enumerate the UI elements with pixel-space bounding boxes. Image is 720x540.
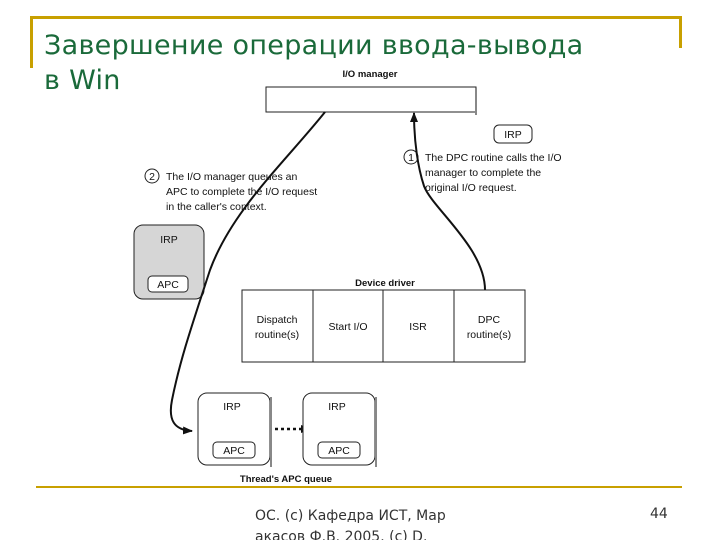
device-driver-label: Device driver xyxy=(355,278,415,289)
step-1-number: 1 xyxy=(408,152,414,164)
dpc-routine-line-2: routine(s) xyxy=(467,329,511,341)
footer-credit-line-1: ОС. (c) Кафедра ИСТ, Мар xyxy=(255,508,446,524)
footer-credit-line-2: акасов Ф.В. 2005. (c) D. xyxy=(255,529,428,540)
slide-title-line-2: в Win xyxy=(44,65,121,96)
isr-label: ISR xyxy=(409,321,427,333)
step-2-badge xyxy=(144,168,160,184)
irp-left-label: IRP xyxy=(160,234,178,246)
footer-credit: ОС. (c) Кафедра ИСТ, Мар акасов Ф.В. 200… xyxy=(255,506,515,540)
step-1-text-line-1: The DPC routine calls the I/O xyxy=(425,152,562,164)
apc-left-box xyxy=(147,275,189,293)
dpc-to-io-manager-arrow xyxy=(410,112,486,291)
irp-top-label: IRP xyxy=(504,129,522,141)
bottom-accent-rule xyxy=(36,486,682,488)
step-1-text-line-3: original I/O request. xyxy=(425,182,517,194)
io-manager-to-apc-queue-arrow xyxy=(169,111,326,435)
queue-apc-2-box xyxy=(317,441,361,459)
io-manager-label: I/O manager xyxy=(343,69,398,80)
step-1-text-line-2: manager to complete the xyxy=(425,167,541,179)
queue-apc-1-label: APC xyxy=(223,445,245,457)
queue-irp-1-label: IRP xyxy=(223,401,241,413)
queue-apc-2-label: APC xyxy=(328,445,350,457)
slide-title: Завершение операции ввода-вывода в Win xyxy=(44,28,684,98)
left-accent-rule xyxy=(30,16,33,68)
slide-title-line-1: Завершение операции ввода-вывода xyxy=(44,30,584,61)
right-accent-rule xyxy=(679,16,682,48)
apc-left-label: APC xyxy=(157,279,179,291)
dispatch-routine-line-1: Dispatch xyxy=(257,314,298,326)
step-2-text-line-1: The I/O manager queues an xyxy=(166,171,297,183)
top-accent-rule xyxy=(30,16,682,19)
queue-apc-1-box xyxy=(212,441,256,459)
dpc-routine-line-1: DPC xyxy=(478,314,501,326)
step-2-number: 2 xyxy=(149,171,155,183)
irp-top-box xyxy=(493,124,533,144)
step-2-text-line-3: in the caller's context. xyxy=(166,201,267,213)
dispatch-routine-line-2: routine(s) xyxy=(255,329,299,341)
step-2-text-line-2: APC to complete the I/O request xyxy=(166,186,317,198)
page-number: 44 xyxy=(650,506,668,522)
queue-irp-2-label: IRP xyxy=(328,401,346,413)
apc-queue-label: Thread's APC queue xyxy=(240,474,332,485)
io-manager-box xyxy=(265,86,477,113)
start-io-label: Start I/O xyxy=(328,321,367,333)
